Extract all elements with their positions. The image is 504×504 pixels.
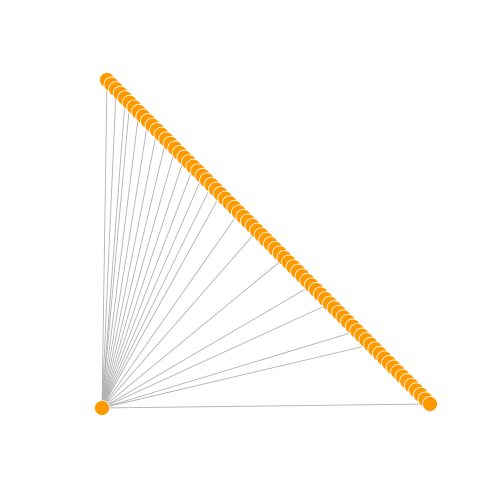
- hub-edge: [101, 148, 176, 409]
- edges-layer: [101, 79, 431, 409]
- hub-edge: [101, 157, 185, 409]
- hub-edge: [101, 98, 126, 409]
- hub-edge: [101, 193, 222, 409]
- hub-edge: [101, 212, 240, 409]
- hub-edge: [101, 284, 312, 409]
- hub-edge: [101, 111, 140, 409]
- chain-node[interactable]: [422, 396, 438, 412]
- nodes-layer: [94, 72, 438, 416]
- hub-edge: [101, 166, 194, 409]
- hub-edge: [101, 130, 158, 409]
- hub-edge: [101, 303, 331, 409]
- hub-edge: [101, 89, 117, 409]
- hub-edge: [101, 120, 149, 409]
- hub-edge: [101, 230, 258, 409]
- hub-edge: [101, 257, 285, 409]
- hub-edge: [101, 330, 358, 409]
- hub-edge: [101, 102, 131, 409]
- hub-edge: [101, 139, 167, 409]
- hub-edge: [101, 184, 213, 409]
- hub-edge: [101, 175, 203, 409]
- hub-edge: [101, 79, 108, 409]
- hub-edge: [101, 403, 431, 409]
- hub-node[interactable]: [94, 400, 110, 416]
- hub-edge: [101, 344, 371, 409]
